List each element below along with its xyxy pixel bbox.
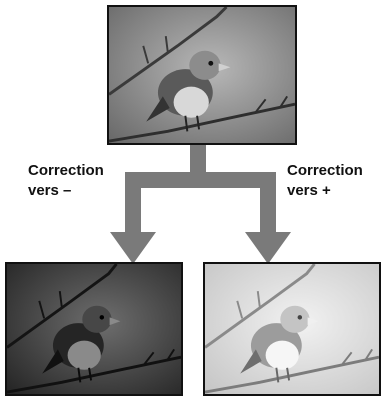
photo-lighter [203, 262, 381, 396]
bird-photo-original [109, 7, 295, 143]
label-left-line2: vers – [28, 182, 72, 199]
arrow-stem [190, 145, 206, 180]
arrow-right-shaft [260, 172, 276, 234]
arrow-left-shaft [125, 172, 141, 234]
bird-photo-lighter [205, 264, 379, 394]
label-left-line1: Correction [28, 162, 104, 179]
arrow-group [110, 145, 291, 264]
bird-photo-darker [7, 264, 181, 394]
photo-original [107, 5, 297, 145]
label-right-line1: Correction [287, 162, 363, 179]
label-correction-minus: Correction vers – [28, 161, 104, 201]
arrow-left-head [110, 232, 156, 264]
arrow-crossbar [125, 172, 276, 188]
label-right-line2: vers + [287, 182, 331, 199]
photo-darker [5, 262, 183, 396]
arrow-right-head [245, 232, 291, 264]
label-correction-plus: Correction vers + [287, 161, 363, 201]
